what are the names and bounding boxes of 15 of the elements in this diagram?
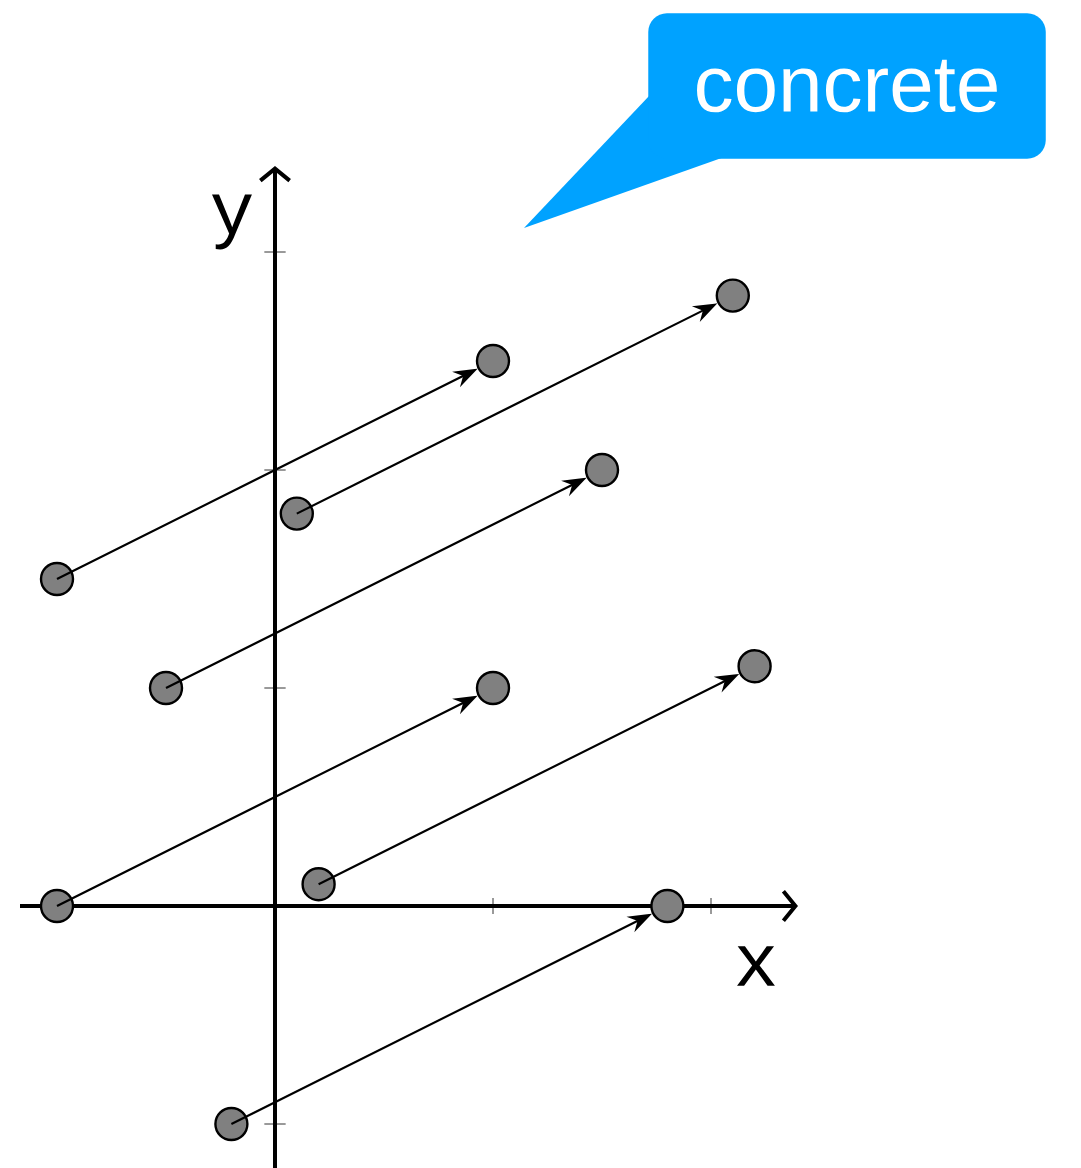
axis-label: y [212,194,252,250]
callout-bubble: concrete [524,13,1046,228]
axis-label: x [737,946,775,986]
point-marker [39,561,75,597]
point-marker [737,649,772,684]
point-marker [279,496,314,531]
point-marker [475,670,511,706]
point-marker [584,452,620,488]
point-marker [148,670,184,706]
point-marker [650,888,685,924]
point-marker [475,343,511,379]
point-marker [715,278,750,313]
point-marker [39,888,75,924]
point-marker [301,867,336,902]
point-marker [214,1106,249,1142]
